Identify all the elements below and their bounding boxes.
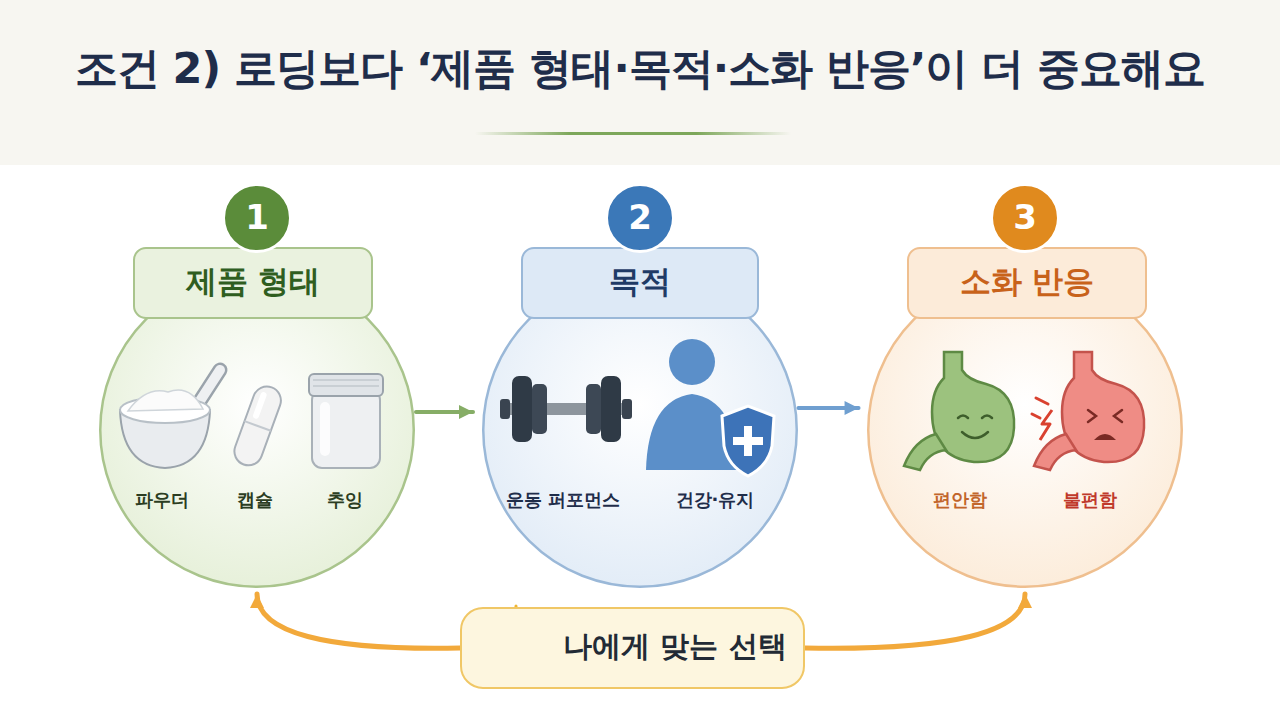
summary-pill: 나에게 맞는 선택 — [460, 607, 805, 689]
header-background — [0, 0, 1280, 165]
step-number-badge: 1 — [222, 183, 292, 253]
step-number-badge: 3 — [990, 183, 1060, 253]
item-label: 운동 퍼포먼스 — [506, 488, 620, 512]
category-circle-outline — [867, 272, 1183, 588]
node-label: 2 — [628, 197, 652, 237]
category-circle: 파우더 캡슐 추잉 — [99, 272, 415, 588]
node-label: 1 — [245, 197, 269, 237]
flow-arrow — [798, 406, 858, 410]
category-circle-outline — [482, 272, 798, 588]
category-circle-outline — [99, 272, 415, 588]
item-label: 캡슐 — [237, 488, 273, 512]
category-circle: 운동 퍼포먼스 건강·유지 — [482, 272, 798, 588]
category-tab: 제품 형태 — [133, 247, 373, 319]
category-tab: 소화 반응 — [907, 247, 1147, 319]
node-label: 3 — [1013, 197, 1037, 237]
item-label: 편안함 — [933, 488, 987, 512]
category-circle: 편안함 불편함 — [867, 272, 1183, 588]
node-label: 목적 — [609, 261, 671, 303]
flow-arrow — [416, 410, 473, 414]
step-number-badge: 2 — [605, 183, 675, 253]
diagram-title: 조건 2) 로딩보다 ‘제품 형태·목적·소화 반응’이 더 중요해요 — [0, 40, 1280, 98]
category-tab: 목적 — [521, 247, 759, 319]
item-label: 추잉 — [327, 488, 363, 512]
title-underline — [475, 132, 791, 135]
flow-arrow — [257, 594, 460, 648]
node-label: 제품 형태 — [186, 261, 321, 303]
item-label: 파우더 — [135, 488, 189, 512]
node-label: 나에게 맞는 선택 — [563, 627, 786, 667]
node-label: 소화 반응 — [960, 261, 1095, 303]
flow-arrow — [805, 594, 1025, 648]
item-label: 건강·유지 — [676, 488, 755, 512]
item-label: 불편함 — [1063, 488, 1117, 512]
